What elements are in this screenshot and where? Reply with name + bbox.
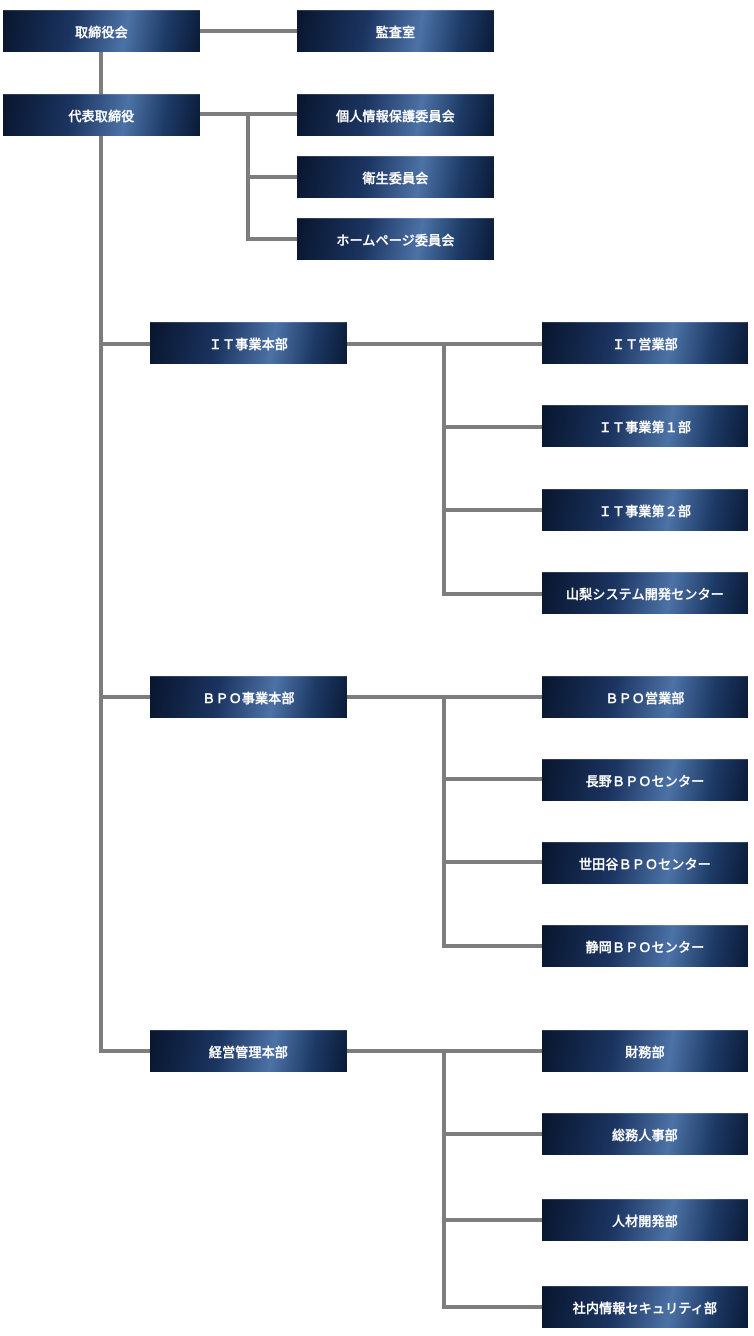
- department-box-it-4: 山梨システム開発センター: [542, 572, 748, 614]
- committee-label-3: ホームページ委員会: [336, 233, 455, 249]
- department-box-admin-3: 人材開発部: [542, 1199, 748, 1241]
- connector-admin-dept-4: [442, 1305, 542, 1309]
- ceo-label: 代表取締役: [68, 109, 135, 125]
- connector-ceo-main-vertical: [99, 136, 103, 1053]
- division-box-it: ＩＴ事業本部: [150, 322, 347, 364]
- division-box-admin: 経営管理本部: [150, 1030, 347, 1072]
- connector-admin-dept-2: [442, 1132, 542, 1136]
- department-label-bpo-3: 世田谷ＢＰＯセンター: [578, 857, 711, 873]
- department-label-admin-2: 総務人事部: [611, 1128, 678, 1144]
- division-label-bpo: ＢＰＯ事業本部: [202, 691, 295, 707]
- connector-division-admin: [99, 1049, 150, 1053]
- department-label-admin-4: 社内情報セキュリティ部: [572, 1301, 718, 1317]
- department-label-bpo-1: ＢＰＯ営業部: [605, 691, 685, 707]
- board-box: 取締役会: [3, 10, 200, 52]
- department-label-admin-3: 人材開発部: [611, 1214, 678, 1230]
- department-label-it-3: ＩＴ事業第２部: [598, 504, 692, 520]
- committee-box-3: ホームページ委員会: [297, 218, 494, 260]
- department-label-admin-1: 財務部: [625, 1045, 665, 1061]
- department-box-it-2: ＩＴ事業第１部: [542, 405, 748, 447]
- board-label: 取締役会: [75, 25, 128, 41]
- department-label-it-1: ＩＴ営業部: [611, 337, 678, 353]
- department-label-bpo-2: 長野ＢＰＯセンター: [585, 774, 705, 790]
- department-box-admin-2: 総務人事部: [542, 1113, 748, 1155]
- department-label-it-2: ＩＴ事業第１部: [598, 420, 692, 436]
- audit-label: 監査室: [375, 25, 416, 41]
- department-box-it-3: ＩＴ事業第２部: [542, 489, 748, 531]
- connector-bpo-dept-3: [442, 860, 542, 864]
- division-label-admin: 経営管理本部: [208, 1045, 289, 1061]
- division-label-it: ＩＴ事業本部: [208, 337, 289, 353]
- connector-division-bpo: [99, 695, 150, 699]
- connector-board-audit: [200, 29, 297, 33]
- department-box-bpo-1: ＢＰＯ営業部: [542, 676, 748, 718]
- connector-bpo-dept-2: [442, 777, 542, 781]
- department-box-bpo-3: 世田谷ＢＰＯセンター: [542, 842, 748, 884]
- connector-it-vertical: [442, 342, 446, 596]
- ceo-box: 代表取締役: [3, 94, 200, 136]
- committee-label-2: 衛生委員会: [362, 171, 429, 187]
- connector-admin-dept-3: [442, 1218, 542, 1222]
- committee-box-2: 衛生委員会: [297, 156, 494, 198]
- department-box-admin-1: 財務部: [542, 1030, 748, 1072]
- connector-bpo-dept-4: [442, 944, 542, 948]
- connector-board-ceo: [99, 52, 103, 94]
- connector-admin-vertical: [442, 1049, 446, 1309]
- connector-committee-2: [246, 175, 297, 179]
- connector-it-dept-4: [442, 592, 542, 596]
- department-label-it-4: 山梨システム開発センター: [565, 587, 724, 603]
- department-box-it-1: ＩＴ営業部: [542, 322, 748, 364]
- department-box-bpo-2: 長野ＢＰＯセンター: [542, 759, 748, 801]
- connector-bpo-vertical: [442, 695, 446, 948]
- department-box-bpo-4: 静岡ＢＰＯセンター: [542, 925, 748, 967]
- department-label-bpo-4: 静岡ＢＰＯセンター: [585, 940, 705, 956]
- connector-committee-3: [246, 237, 297, 241]
- connector-division-it: [99, 342, 150, 346]
- connector-it-dept-3: [442, 508, 542, 512]
- committee-label-1: 個人情報保護委員会: [336, 109, 455, 125]
- committee-box-1: 個人情報保護委員会: [297, 94, 494, 136]
- division-box-bpo: ＢＰＯ事業本部: [150, 676, 347, 718]
- audit-box: 監査室: [297, 10, 494, 52]
- department-box-admin-4: 社内情報セキュリティ部: [542, 1286, 748, 1328]
- connector-it-dept-2: [442, 425, 542, 429]
